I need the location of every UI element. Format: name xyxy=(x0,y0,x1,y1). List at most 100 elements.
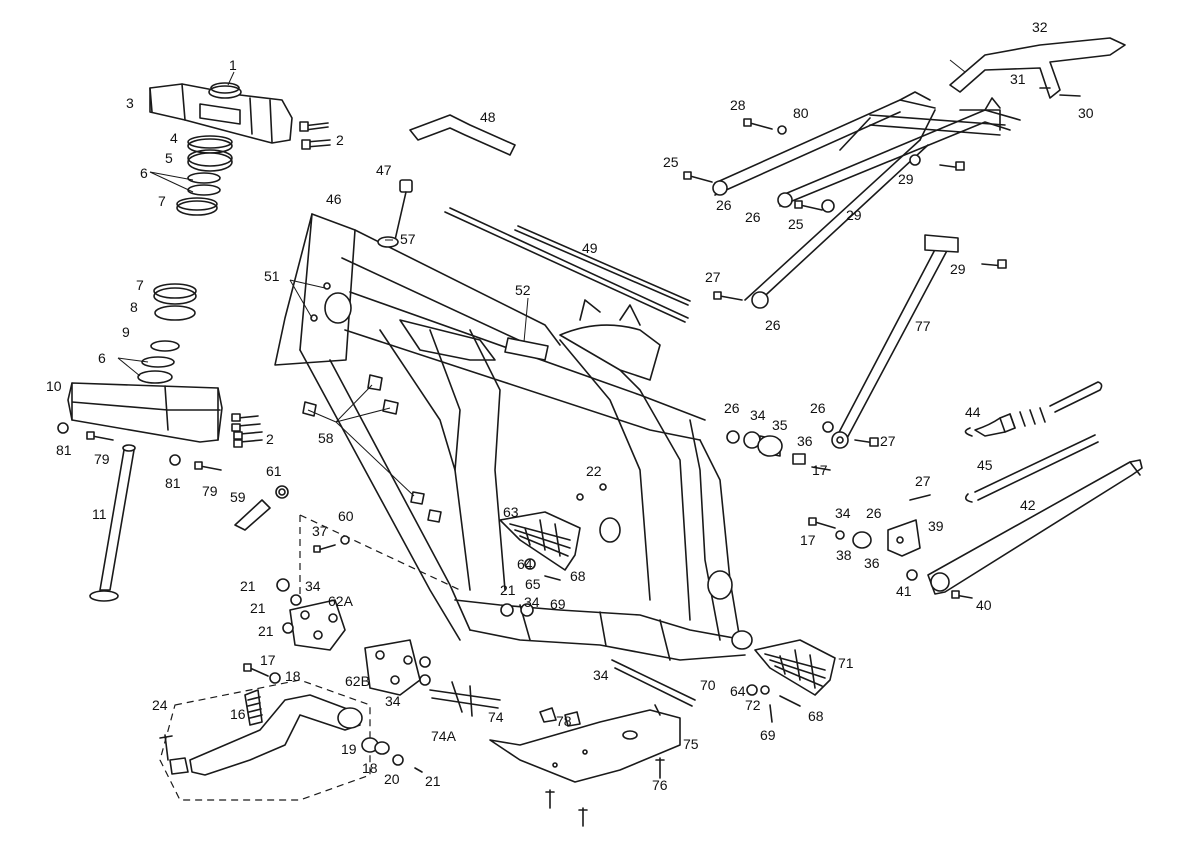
callout-label: 61 xyxy=(266,463,282,479)
callout-label: 21 xyxy=(258,623,274,639)
side-stand-pin xyxy=(964,434,1099,503)
callout-label: 2 xyxy=(336,132,344,148)
callout-label: 1 xyxy=(229,57,237,73)
callout-label: 36 xyxy=(864,555,880,571)
callout-label: 40 xyxy=(976,597,992,613)
callout-label: 34 xyxy=(750,407,766,423)
clamp-bolts-upper xyxy=(299,121,331,150)
callout-label: 36 xyxy=(797,433,813,449)
callout-label: 80 xyxy=(793,105,809,121)
callout-label: 46 xyxy=(326,191,342,207)
callout-label: 65 xyxy=(525,576,541,592)
callout-label: 68 xyxy=(808,708,824,724)
callout-label: 10 xyxy=(46,378,62,394)
callout-label: 27 xyxy=(915,473,931,489)
main-frame xyxy=(274,213,753,661)
upper-triple-clamp xyxy=(149,82,293,144)
side-stand-spring xyxy=(964,381,1103,437)
footpeg-left xyxy=(499,511,581,581)
callout-label: 75 xyxy=(683,736,699,752)
rear-subframe xyxy=(712,91,1021,309)
callout-label: 49 xyxy=(582,240,598,256)
callout-label: 5 xyxy=(165,150,173,166)
leader-lines xyxy=(117,59,966,497)
rear-strut xyxy=(831,234,959,449)
callout-label: 21 xyxy=(240,578,256,594)
grab-handle xyxy=(949,37,1126,99)
callout-label: 18 xyxy=(285,668,301,684)
callout-label: 62A xyxy=(328,593,354,609)
steering-stem-shaft xyxy=(89,444,136,602)
callout-label: 34 xyxy=(385,693,401,709)
callout-label: 26 xyxy=(810,400,826,416)
rear-subframe-bolts xyxy=(683,118,1007,301)
callout-label: 52 xyxy=(515,282,531,298)
engine-mount-plates xyxy=(276,578,431,696)
callout-label: 7 xyxy=(136,277,144,293)
callout-label: 77 xyxy=(915,318,931,334)
callout-label: 74A xyxy=(431,728,457,744)
callout-label: 62B xyxy=(345,673,370,689)
callout-label: 24 xyxy=(152,697,168,713)
callout-label: 7 xyxy=(158,193,166,209)
callout-label: 26 xyxy=(866,505,882,521)
callout-label: 26 xyxy=(745,209,761,225)
callout-label: 29 xyxy=(898,171,914,187)
callout-label: 69 xyxy=(760,727,776,743)
lower-triple-clamp xyxy=(67,382,263,448)
callout-label: 21 xyxy=(425,773,441,789)
callout-label: 79 xyxy=(202,483,218,499)
callout-label: 72 xyxy=(745,697,761,713)
callout-label: 6 xyxy=(140,165,148,181)
callout-label: 44 xyxy=(965,404,981,420)
callout-label: 71 xyxy=(838,655,854,671)
callout-label: 25 xyxy=(788,216,804,232)
callout-label: 38 xyxy=(836,547,852,563)
spacer-set-right xyxy=(726,421,879,471)
callout-label: 74 xyxy=(488,709,504,725)
stem-bearing-stack-lower xyxy=(137,283,197,384)
callout-label: 31 xyxy=(1010,71,1026,87)
callout-label: 81 xyxy=(165,475,181,491)
callout-label: 34 xyxy=(593,667,609,683)
pivot-pin xyxy=(429,483,696,709)
callout-label: 34 xyxy=(305,578,321,594)
callout-labels: 1 2 3 4 5 6 7 7 8 9 6 10 2 81 79 81 79 1… xyxy=(46,19,1094,793)
callout-label: 60 xyxy=(338,508,354,524)
callout-label: 70 xyxy=(700,677,716,693)
callout-label: 41 xyxy=(896,583,912,599)
side-stand-bracket xyxy=(808,494,973,599)
callout-label: 8 xyxy=(130,299,138,315)
callout-label: 79 xyxy=(94,451,110,467)
brake-pedal-spacers xyxy=(361,737,423,773)
side-stand xyxy=(927,459,1143,595)
callout-label: 18 xyxy=(362,760,378,776)
callout-label: 22 xyxy=(586,463,602,479)
callout-label: 39 xyxy=(928,518,944,534)
callout-label: 26 xyxy=(765,317,781,333)
callout-label: 63 xyxy=(503,504,519,520)
callout-label: 58 xyxy=(318,430,334,446)
skid-plate xyxy=(489,704,681,827)
callout-label: 6 xyxy=(98,350,106,366)
callout-label: 26 xyxy=(716,197,732,213)
callout-label: 68 xyxy=(570,568,586,584)
footpeg-right xyxy=(746,639,836,723)
callout-label: 29 xyxy=(950,261,966,277)
callout-label: 29 xyxy=(846,207,862,223)
callout-label: 42 xyxy=(1020,497,1036,513)
callout-label: 59 xyxy=(230,489,246,505)
callout-label: 20 xyxy=(384,771,400,787)
callout-label: 51 xyxy=(264,268,280,284)
callout-label: 34 xyxy=(835,505,851,521)
stem-bearing-stack-upper xyxy=(176,135,233,216)
callout-label: 76 xyxy=(652,777,668,793)
callout-label: 21 xyxy=(500,582,516,598)
callout-label: 45 xyxy=(977,457,993,473)
callout-label: 37 xyxy=(312,523,328,539)
callout-label: 64 xyxy=(730,683,746,699)
callout-label: 21 xyxy=(250,600,266,616)
callout-label: 9 xyxy=(122,324,130,340)
